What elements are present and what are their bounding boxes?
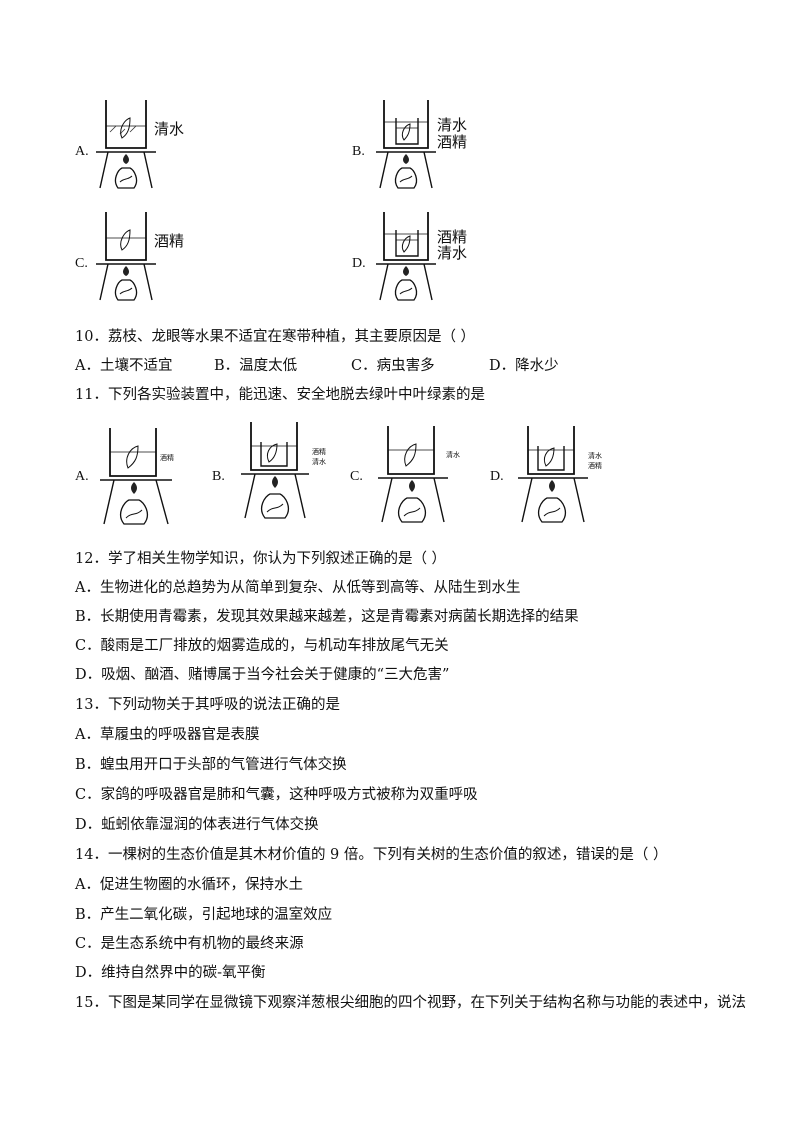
q11-option-d-letter: D. [490,469,504,484]
q12-option-c[interactable]: C．酸雨是工厂排放的烟雾造成的，与机动车排放尾气无关 [75,638,449,654]
q9-d-label-2: 清水 [437,244,468,262]
double-beaker-diagram [518,426,588,523]
q10-option-b[interactable]: B．温度太低 [214,358,298,374]
double-beaker-diagram [376,212,436,301]
q13-option-b[interactable]: B．蝗虫用开口于头部的气管进行气体交换 [75,757,347,773]
double-beaker-diagram [376,100,436,189]
q10-option-d[interactable]: D．降水少 [489,358,559,374]
q9-option-d-apparatus[interactable] [376,210,436,302]
q11-option-b-apparatus[interactable] [237,420,309,520]
q11-option-c-apparatus[interactable] [376,424,448,524]
q9-option-b-letter: B. [352,144,365,159]
q14-option-d[interactable]: D．维持自然界中的碳-氧平衡 [75,965,266,981]
single-beaker-diagram [378,426,448,523]
q13-stem: 13．下列动物关于其呼吸的说法正确的是 [75,697,340,713]
single-beaker-diagram [100,428,172,525]
q11-d-label-2: 酒精 [588,462,602,470]
q11-b-label-1: 酒精 [312,448,326,456]
q13-option-a[interactable]: A．草履虫的呼吸器官是表膜 [75,727,260,743]
double-beaker-diagram [241,422,309,519]
q10-options: A．土壤不适宜 B．温度太低 C．病虫害多 D．降水少 [75,357,675,375]
single-beaker-diagram [96,212,156,301]
q11-option-d-apparatus[interactable] [516,424,588,524]
q11-c-label-1: 清水 [446,451,460,459]
q11-d-label-1: 清水 [588,452,602,460]
q9-b-label-1: 清水 [437,116,468,134]
q14-option-b[interactable]: B．产生二氧化碳，引起地球的温室效应 [75,907,333,923]
q9-b-label-2: 酒精 [437,133,468,151]
q11-option-b-letter: B. [212,469,225,484]
q12-option-d[interactable]: D．吸烟、酗酒、赌博属于当今社会关于健康的“三大危害” [75,667,450,683]
q13-option-d[interactable]: D．蚯蚓依靠湿润的体表进行气体交换 [75,817,319,833]
q11-option-a-letter: A. [75,469,89,484]
q12-stem: 12．学了相关生物学知识，你认为下列叙述正确的是（ ） [75,551,447,567]
q14-stem: 14．一棵树的生态价值是其木材价值的 9 倍。下列有关树的生态价值的叙述，错误的… [75,847,668,863]
q9-option-b-apparatus[interactable] [376,98,436,190]
q9-option-c-letter: C. [75,256,88,271]
q9-option-c-apparatus[interactable] [96,210,156,302]
q10-option-a[interactable]: A．土壤不适宜 [75,358,173,374]
q10-stem: 10．荔枝、龙眼等水果不适宜在寒带种植，其主要原因是（ ） [75,329,476,345]
q14-option-c[interactable]: C．是生态系统中有机物的最终来源 [75,936,304,952]
q9-a-label-1: 清水 [154,120,185,138]
q11-option-c-letter: C. [350,469,363,484]
q9-d-label-1: 酒精 [437,228,468,246]
q11-a-label-1: 酒精 [160,454,174,462]
q12-option-a[interactable]: A．生物进化的总趋势为从简单到复杂、从低等到高等、从陆生到水生 [75,580,521,596]
q10-option-c[interactable]: C．病虫害多 [351,358,435,374]
q9-option-d-letter: D. [352,256,366,271]
q9-c-label-1: 酒精 [154,232,185,250]
single-beaker-diagram [96,100,156,189]
q11-option-a-apparatus[interactable] [100,426,172,526]
q12-option-b[interactable]: B．长期使用青霉素，发现其效果越来越差，这是青霉素对病菌长期选择的结果 [75,609,579,625]
q14-option-a[interactable]: A．促进生物圈的水循环，保持水土 [75,877,303,893]
q9-option-a-letter: A. [75,144,89,159]
q15-stem: 15．下图是某同学在显微镜下观察洋葱根尖细胞的四个视野，在下列关于结构名称与功能… [75,995,746,1011]
q11-b-label-2: 清水 [312,458,326,466]
q13-option-c[interactable]: C．家鸽的呼吸器官是肺和气囊，这种呼吸方式被称为双重呼吸 [75,787,478,803]
q9-option-a-apparatus[interactable] [96,98,156,190]
q11-stem: 11．下列各实验装置中，能迅速、安全地脱去绿叶中叶绿素的是 [75,387,485,403]
